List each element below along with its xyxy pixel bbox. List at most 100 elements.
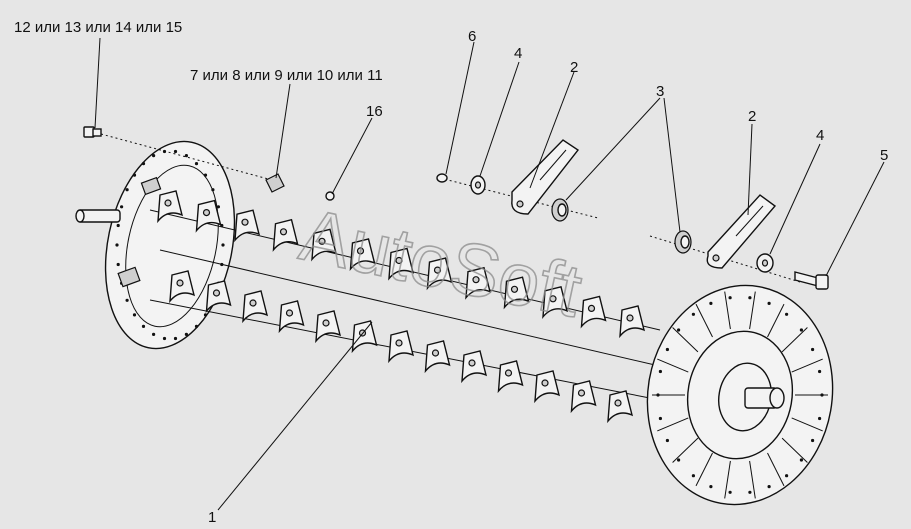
nut-6 [436, 173, 448, 183]
disc-rib [695, 452, 713, 487]
disc-rib [791, 417, 823, 432]
knife-holder [242, 290, 269, 324]
disc-hole [162, 336, 167, 341]
bolt-5 [794, 271, 829, 290]
bushing-3-lower [674, 230, 692, 254]
knife-holder-row-upper [157, 190, 646, 339]
disc-hole [811, 438, 815, 443]
disc-hole [785, 474, 789, 478]
callout-4-lower: 4 [816, 127, 824, 144]
knife-holder [311, 228, 338, 262]
disc-hole [125, 188, 129, 192]
knife-holder [619, 305, 646, 339]
disc-hole [194, 324, 199, 328]
disc-rib [791, 358, 823, 373]
bushing-3-upper [551, 198, 569, 222]
knife-holder [465, 266, 492, 300]
disc-hole [211, 188, 215, 192]
watermark-text: AutoSoft [294, 193, 589, 333]
disc-rib [657, 417, 689, 432]
knife-holder-row-lower [169, 270, 634, 424]
disc-hole [748, 490, 752, 494]
disc-rib [767, 303, 785, 338]
disc-hole [152, 332, 156, 336]
callout-2-lower: 2 [748, 108, 756, 125]
left-shaft-stub [75, 209, 121, 223]
disc-hole [656, 393, 660, 397]
disc-hole [691, 474, 696, 478]
knife-holder [461, 350, 488, 384]
disc-rib [781, 327, 808, 353]
washer-4-lower [756, 253, 774, 273]
disc-hole [785, 312, 789, 316]
disc-hole [216, 205, 220, 209]
disc-hole [152, 154, 156, 158]
knife-holder [580, 295, 607, 329]
disc-hole [658, 369, 663, 374]
knife-holder [315, 310, 342, 344]
disc-rib [672, 437, 699, 463]
callout-1: 1 [208, 509, 216, 526]
knife-holder [424, 340, 451, 374]
disc-hole [658, 416, 663, 421]
disc-hole [709, 301, 713, 305]
disc-hole [173, 336, 178, 341]
knife-holder [607, 390, 634, 424]
disc-hole [767, 485, 771, 489]
knife-holder [388, 247, 415, 281]
knife-holder [205, 280, 232, 314]
disc-hole [116, 262, 120, 267]
disc-hole [115, 243, 119, 247]
disc-hole [677, 458, 681, 462]
disc-hole [709, 485, 713, 489]
disc-rib [672, 327, 699, 353]
knife-2-upper [511, 139, 580, 215]
disc-hole [184, 332, 188, 336]
disc-hole [767, 301, 771, 305]
disc-hole [132, 313, 137, 317]
disc-rib [724, 291, 731, 330]
callout-2-upper: 2 [570, 59, 578, 76]
disc-hole [120, 205, 124, 209]
disc-hole [799, 458, 804, 462]
callout-16: 16 [366, 103, 383, 120]
knife-holder [497, 360, 524, 394]
disc-hole [811, 347, 815, 352]
disc-hole [691, 312, 696, 316]
disc-hole [141, 324, 146, 328]
disc-hole [221, 243, 225, 247]
knife-holder [426, 257, 453, 291]
knife-holder [157, 190, 184, 224]
knife-holder [349, 238, 376, 272]
disc-hole [194, 162, 199, 166]
disc-rib [767, 452, 785, 487]
knife-2-lower [706, 194, 777, 269]
knife-holder [278, 300, 305, 334]
disc-hole [818, 369, 822, 374]
knife-holder [234, 209, 261, 243]
disc-hole [116, 223, 120, 228]
knife-holder [570, 380, 597, 414]
knife-holder [542, 285, 569, 319]
left-end-disc [104, 140, 236, 350]
knife-holder [534, 370, 561, 404]
knife-holder [388, 330, 415, 364]
right-disc-hole-ring [656, 296, 824, 494]
disc-hole [799, 328, 804, 332]
bolt-12-15 [83, 126, 102, 138]
callout-6: 6 [468, 28, 476, 45]
disc-hole [665, 347, 670, 352]
knife-holder [169, 270, 196, 304]
disc-rib [781, 437, 808, 463]
plate-7-11 [265, 173, 285, 193]
disc-hole [141, 162, 146, 166]
disc-hole [203, 173, 208, 177]
disc-hole [132, 173, 137, 177]
leader-lines [94, 37, 885, 511]
disc-hole [184, 154, 188, 158]
rotor-body [149, 190, 661, 424]
callout-3: 3 [656, 83, 664, 100]
callout-12-15: 12 или 13 или 14 или 15 [14, 19, 182, 36]
callout-5: 5 [880, 147, 888, 164]
